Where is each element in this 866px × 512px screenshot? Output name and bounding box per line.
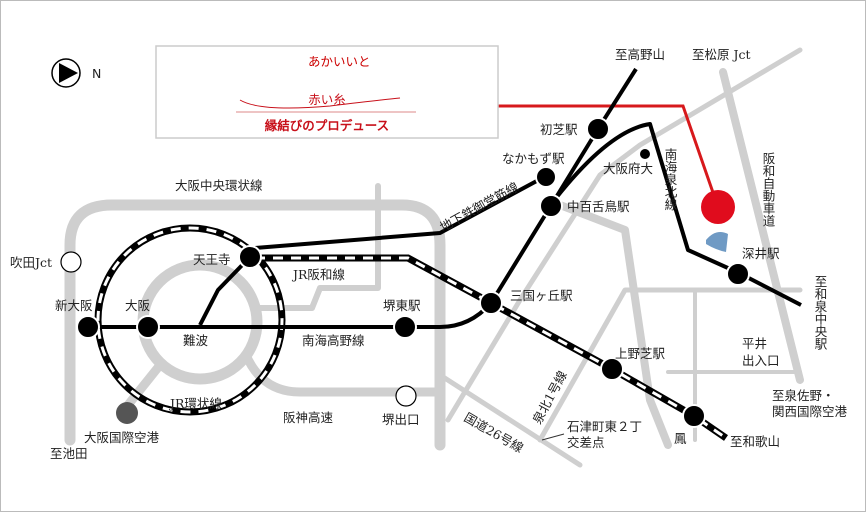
road-senboku1: [537, 287, 803, 443]
univ-marker: [640, 149, 650, 159]
label-suita-jct: 吹田Jct: [10, 255, 52, 270]
label-to-izumichuo: 至和泉中央駅: [813, 275, 828, 351]
label-sakaihigashi: 堺東駅: [383, 298, 421, 313]
road-minor-1: [251, 183, 381, 311]
tennoji-namba-line: [198, 255, 252, 326]
label-otori: 鳳: [674, 431, 687, 446]
label-nankai-senboku: 南海泉北線: [663, 147, 678, 211]
north-arrow-icon: [59, 63, 78, 83]
label-hanwa-expressway: 阪和自動車道: [761, 152, 776, 227]
red-route-line: [498, 104, 720, 208]
stations: [60, 117, 750, 428]
label-to-matsubara: 至松原 Jct: [692, 47, 751, 62]
road-airport-branch: [123, 360, 165, 410]
label-to-wakayama: 至和歌山: [730, 434, 780, 449]
label-jr-hanwa: JR阪和線: [291, 267, 345, 282]
station-hatsushiba[interactable]: [586, 117, 610, 141]
label-ishizu-2: 交差点: [567, 435, 605, 450]
logo-subtitle: 縁結びのプロデュース: [265, 118, 389, 133]
ishizu-leader-line: [541, 433, 565, 441]
label-namba: 難波: [183, 333, 209, 348]
nankai-senboku-line: [554, 122, 802, 307]
road-nakamozu: [556, 201, 672, 449]
station-nakamozu-subway[interactable]: [535, 166, 557, 188]
label-to-ikeda: 至池田: [50, 446, 88, 461]
station-shin-osaka[interactable]: [76, 315, 100, 339]
station-tennoji[interactable]: [238, 245, 262, 269]
label-fukai: 深井駅: [742, 246, 780, 261]
label-osaka-pref-univ: 大阪府大: [603, 161, 653, 176]
logo-title: 赤い糸: [308, 92, 346, 107]
label-nakamozu: 中百舌鳥駅: [567, 199, 630, 214]
label-tennoji: 天王寺: [193, 252, 231, 267]
airport-marker: [116, 402, 138, 424]
midosuji-line: [254, 174, 547, 250]
compass: N: [51, 58, 101, 88]
destination-marker[interactable]: [701, 190, 735, 224]
station-sakaihigashi[interactable]: [393, 315, 417, 339]
label-nankai-koya: 南海高野線: [302, 333, 365, 348]
nankai-koya-line: [88, 67, 638, 329]
sakai-exit-marker: [395, 385, 417, 407]
road-hanwa-expressway: [719, 68, 804, 384]
station-nakamozu[interactable]: [539, 194, 563, 218]
station-otori[interactable]: [682, 404, 706, 428]
logo-swash: [239, 97, 401, 109]
label-ishizu-1: 石津町東２丁: [567, 419, 642, 434]
station-osaka[interactable]: [136, 315, 160, 339]
label-shin-osaka: 新大阪: [55, 298, 93, 313]
label-sakai-exit: 堺出口: [382, 412, 420, 427]
logo-box: あかいいと 赤い糸 縁結びのプロデュース: [155, 45, 499, 139]
label-mikunigaoka: 三国ヶ丘駅: [510, 288, 573, 303]
label-chuo-loop: 大阪中央環状線: [175, 178, 263, 193]
compass-label: N: [92, 66, 101, 81]
label-uenoshiba: 上野芝駅: [615, 346, 666, 361]
parking-marker-icon: [706, 232, 728, 252]
label-osaka: 大阪: [125, 298, 151, 313]
label-jr-loop: JR環状線: [168, 396, 222, 411]
label-to-koyasan: 至高野山: [615, 47, 665, 62]
logo-ruby: あかいいと: [308, 54, 371, 69]
label-hanshin: 阪神高速: [283, 410, 334, 425]
label-hirai-1: 平井: [742, 336, 767, 351]
station-mikunigaoka[interactable]: [479, 291, 503, 315]
label-hirai-2: 出入口: [742, 353, 780, 368]
label-itami-airport: 大阪国際空港: [84, 430, 160, 445]
label-nakamozu-subway: なかもず駅: [502, 151, 565, 166]
station-uenoshiba[interactable]: [600, 357, 624, 381]
road-hanshin: [241, 350, 445, 397]
label-hatsushiba: 初芝駅: [540, 122, 578, 137]
label-to-izumisano-2: 関西国際空港: [772, 404, 848, 419]
station-fukai[interactable]: [726, 262, 750, 286]
road-chuo-loop: [64, 199, 446, 451]
label-to-izumisano-1: 至泉佐野・: [772, 388, 835, 403]
suita-jct-marker: [60, 251, 82, 273]
road-diagonal: [445, 47, 803, 423]
